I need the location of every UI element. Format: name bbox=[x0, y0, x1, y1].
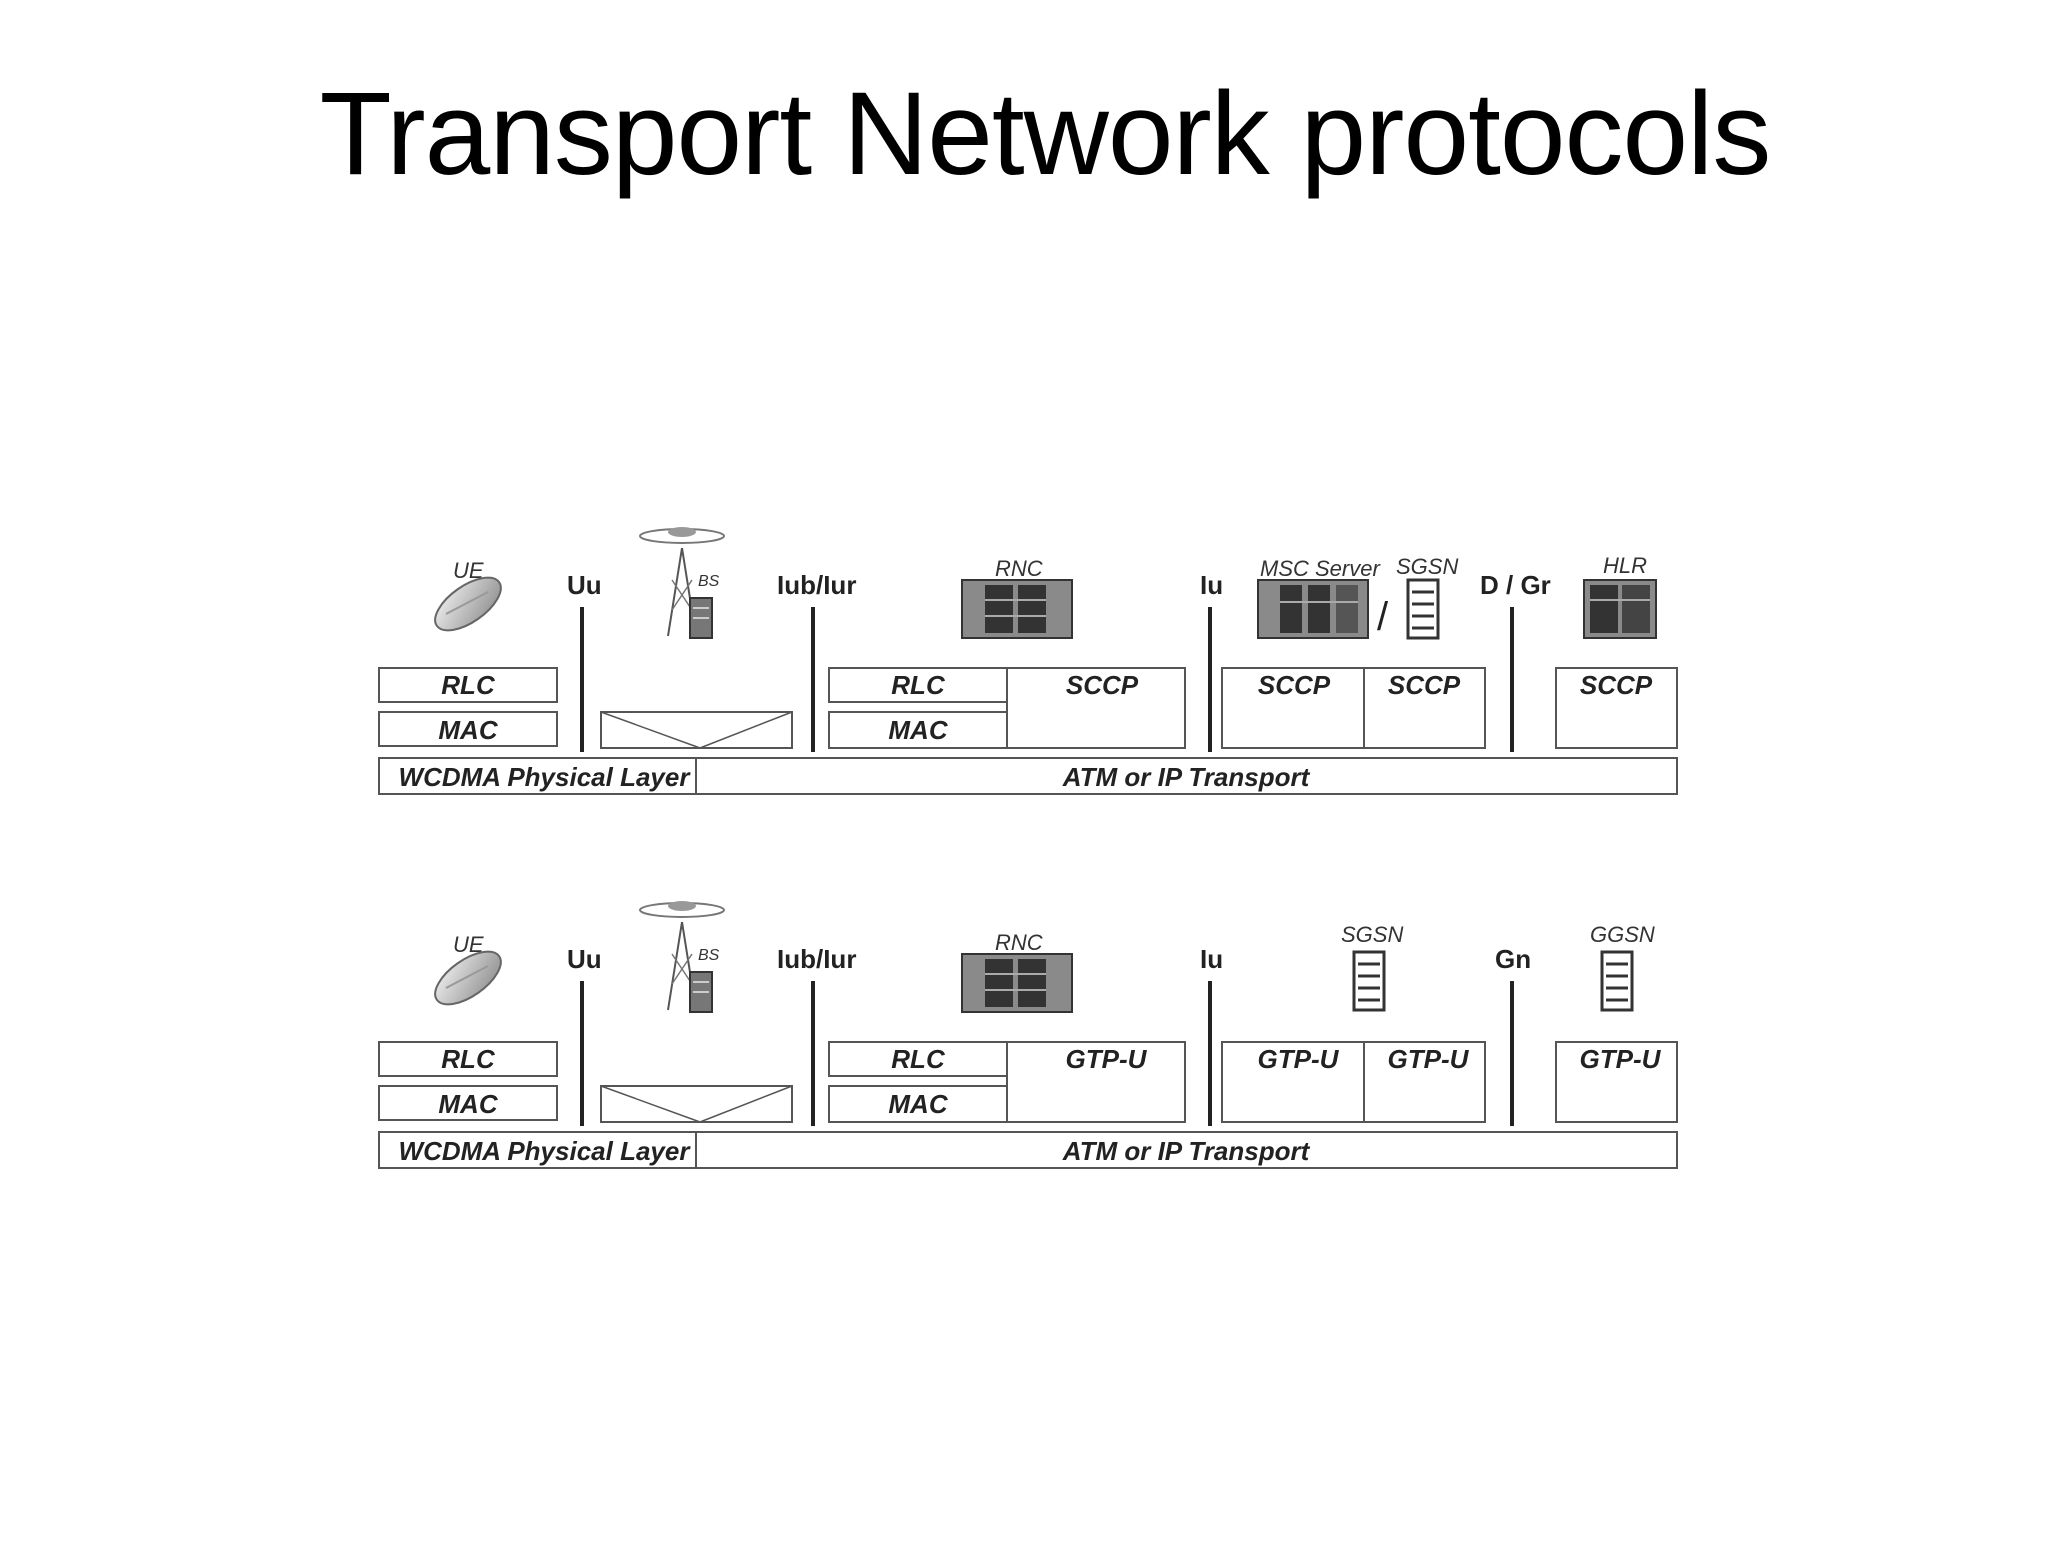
sgsn-label: SGSN bbox=[1341, 922, 1403, 947]
hlr-label: HLR bbox=[1603, 553, 1647, 578]
interface-uu-label: Uu bbox=[567, 570, 602, 600]
ue-mac-label: MAC bbox=[438, 1089, 498, 1119]
base-station-icon bbox=[639, 901, 725, 1013]
hlr-cabinet-icon bbox=[1583, 579, 1657, 639]
interface-gn-label: Gn bbox=[1495, 944, 1531, 974]
core-right-box bbox=[1363, 1041, 1486, 1123]
mobile-phone-icon bbox=[434, 950, 502, 1006]
msc-server-label: MSC Server bbox=[1260, 556, 1381, 581]
bs-label: BS bbox=[698, 947, 720, 964]
physical-layer-label: WCDMA Physical Layer bbox=[399, 762, 692, 792]
mobile-phone-icon bbox=[434, 576, 502, 632]
base-station-icon bbox=[639, 527, 725, 639]
ggsn-server-icon bbox=[1600, 950, 1634, 1012]
core-left-label: GTP-U bbox=[1258, 1044, 1340, 1074]
slash-separator: / bbox=[1377, 595, 1389, 639]
ue-rlc-label: RLC bbox=[441, 1044, 496, 1074]
sgsn-label: SGSN bbox=[1396, 554, 1458, 579]
ue-mac-box bbox=[378, 1085, 558, 1121]
rnc-mac-label: MAC bbox=[888, 715, 948, 745]
ue-mac-box bbox=[378, 711, 558, 747]
rnc-upper-label: GTP-U bbox=[1066, 1044, 1148, 1074]
core-right-box bbox=[1363, 667, 1486, 749]
core-left-label: SCCP bbox=[1258, 670, 1331, 700]
rnc-rlc-box bbox=[828, 1041, 1008, 1077]
bs-label: BS bbox=[698, 573, 720, 590]
rnc-mac-label: MAC bbox=[888, 1089, 948, 1119]
rnc-rlc-label: RLC bbox=[891, 670, 946, 700]
ue-rlc-label: RLC bbox=[441, 670, 496, 700]
rnc-mac-box bbox=[828, 1085, 1008, 1123]
interface-uu-label: Uu bbox=[567, 944, 602, 974]
rnc-rlc-box bbox=[828, 667, 1008, 703]
rnc-upper-box bbox=[1006, 667, 1186, 749]
sgsn-server-icon bbox=[1352, 950, 1386, 1012]
physical-layer-box bbox=[378, 757, 697, 795]
interface-iu-label: Iu bbox=[1200, 570, 1223, 600]
core-right-label: SCCP bbox=[1388, 670, 1461, 700]
interface-iub-label: Iub/Iur bbox=[777, 944, 856, 974]
diagram-user-plane: UE Uu BS Iub/Iur RNC bbox=[378, 901, 1678, 1169]
rnc-upper-box bbox=[1006, 1041, 1186, 1123]
ggsn-label: GGSN bbox=[1590, 922, 1655, 947]
diagram-control-plane: UE Uu BS Iub/Iur RNC bbox=[378, 527, 1678, 795]
rnc-rlc-label: RLC bbox=[891, 1044, 946, 1074]
rnc-label: RNC bbox=[995, 930, 1043, 955]
bs-relay-box bbox=[600, 711, 793, 749]
rnc-cabinet-icon bbox=[961, 953, 1073, 1013]
interface-iub-label: Iub/Iur bbox=[777, 570, 856, 600]
interface-d-gr-label: D / Gr bbox=[1480, 570, 1551, 600]
transport-box bbox=[695, 1131, 1678, 1169]
rnc-cabinet-icon bbox=[961, 579, 1073, 639]
sgsn-server-icon bbox=[1406, 578, 1440, 640]
bs-relay-box bbox=[600, 1085, 793, 1123]
core-left-box bbox=[1221, 667, 1365, 749]
physical-layer-label: WCDMA Physical Layer bbox=[399, 1136, 692, 1166]
ue-rlc-box bbox=[378, 1041, 558, 1077]
transport-label: ATM or IP Transport bbox=[1062, 762, 1311, 792]
core-right-label: GTP-U bbox=[1388, 1044, 1470, 1074]
rnc-label: RNC bbox=[995, 556, 1043, 581]
transport-label: ATM or IP Transport bbox=[1062, 1136, 1311, 1166]
interface-iu-label: Iu bbox=[1200, 944, 1223, 974]
last-node-label: GTP-U bbox=[1580, 1044, 1662, 1074]
rnc-upper-label: SCCP bbox=[1066, 670, 1139, 700]
slide-title: Transport Network protocols bbox=[319, 68, 1772, 200]
transport-box bbox=[695, 757, 1678, 795]
ue-rlc-box bbox=[378, 667, 558, 703]
last-node-box bbox=[1555, 1041, 1678, 1123]
ue-mac-label: MAC bbox=[438, 715, 498, 745]
last-node-box bbox=[1555, 667, 1678, 749]
last-node-label: SCCP bbox=[1580, 670, 1653, 700]
msc-server-icon bbox=[1257, 579, 1369, 639]
